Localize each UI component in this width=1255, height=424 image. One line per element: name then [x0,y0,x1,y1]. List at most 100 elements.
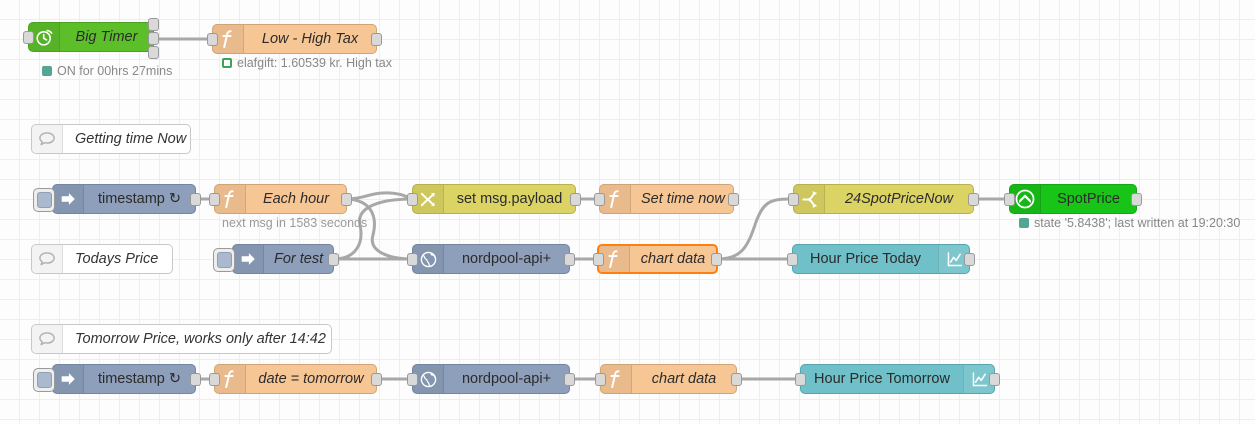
node-label: For test [274,251,324,267]
node-chart-data-2[interactable]: chart data [595,364,742,394]
node-output-port[interactable] [1131,193,1142,206]
node-timestamp-2[interactable]: timestamp ↻ [33,364,201,394]
node-input-port[interactable] [795,373,806,386]
node-input-port[interactable] [23,31,34,44]
node-input-port[interactable] [787,253,798,266]
node-output-port[interactable] [711,253,722,266]
node-input-port[interactable] [407,193,418,206]
node-output-port[interactable] [728,193,739,206]
node-input-port[interactable] [209,373,220,386]
status-dot-icon [42,66,52,76]
node-set-msg-payload[interactable]: set msg.payload [407,184,581,214]
node-label: chart data [640,251,706,267]
status-spotprice: state '5.8438'; last written at 19:20:30 [1019,216,1240,230]
node-chart-data-1[interactable]: chart data [593,244,722,274]
node-label: set msg.payload [456,191,563,207]
node-nordpool-api-2[interactable]: nordpool-api+ [407,364,575,394]
node-input-port[interactable] [1004,193,1015,206]
function-f-icon [601,365,632,393]
node-label: timestamp ↻ [97,371,182,387]
node-output-port-3[interactable] [148,46,159,59]
change-icon [413,185,444,213]
node-nordpool-api-1[interactable]: nordpool-api+ [407,244,575,274]
node-output-port[interactable] [968,193,979,206]
node-hour-price-tomorrow[interactable]: Hour Price Tomorrow [795,364,1000,394]
node-spotprice[interactable]: SpotPrice [1004,184,1142,214]
node-24spotpricenow[interactable]: 24SpotPriceNow [788,184,979,214]
node-input-port[interactable] [407,373,418,386]
status-text: ON for 00hrs 27mins [57,64,173,78]
clock-icon [29,23,60,51]
comment-getting-time-now[interactable]: Getting time Now [31,124,191,154]
function-f-icon [215,185,246,213]
comment-label: Todays Price [75,251,159,267]
node-input-port[interactable] [595,373,606,386]
node-output-port[interactable] [570,193,581,206]
status-text: state '5.8438'; last written at 19:20:30 [1034,216,1241,230]
node-date-tomorrow[interactable]: date = tomorrow [209,364,382,394]
node-hour-price-today[interactable]: Hour Price Today [787,244,975,274]
node-label: SpotPrice [1057,191,1120,207]
comment-todays-price[interactable]: Todays Price [31,244,173,274]
node-input-port[interactable] [207,33,218,46]
inject-arrow-icon [233,245,264,273]
status-dot-icon [1019,218,1029,228]
node-output-port[interactable] [328,253,339,266]
node-output-port[interactable] [190,193,201,206]
node-input-port[interactable] [407,253,418,266]
node-label: Set time now [641,191,725,207]
function-f-icon [215,365,246,393]
node-label: 24SpotPriceNow [845,191,953,207]
node-set-time-now[interactable]: Set time now [594,184,739,214]
node-output-port[interactable] [564,253,575,266]
node-each-hour[interactable]: Each hour [209,184,352,214]
node-output-port-2[interactable] [148,32,159,45]
node-output-port-1[interactable] [148,18,159,31]
comment-bubble-icon [32,125,63,153]
node-label: Each hour [262,191,330,207]
node-label: nordpool-api+ [461,371,552,387]
node-label: chart data [651,371,717,387]
function-f-icon [600,185,631,213]
home-assistant-icon [1010,185,1041,213]
node-output-port[interactable] [564,373,575,386]
node-label: nordpool-api+ [461,251,552,267]
function-f-icon [599,246,630,272]
node-label: Hour Price Tomorrow [814,371,950,387]
inject-button[interactable] [213,248,235,272]
inject-button[interactable] [33,188,55,212]
node-output-port[interactable] [964,253,975,266]
node-label: Big Timer [75,29,138,45]
inject-arrow-icon [53,365,84,393]
status-text: elafgift: 1.60539 kr. High tax [237,56,392,70]
node-output-port[interactable] [731,373,742,386]
comment-bubble-icon [32,325,63,353]
function-f-icon [213,25,244,53]
node-low-high-tax[interactable]: Low - High Tax [207,24,382,54]
chart-icon [963,365,994,393]
inject-button[interactable] [33,368,55,392]
status-low-high-tax: elafgift: 1.60539 kr. High tax [222,56,392,70]
node-label: Low - High Tax [261,31,359,47]
globe-icon [413,245,444,273]
node-output-port[interactable] [371,33,382,46]
node-label: date = tomorrow [258,371,364,387]
node-output-port[interactable] [190,373,201,386]
status-big-timer: ON for 00hrs 27mins [42,64,172,78]
switch-icon [794,185,825,213]
node-input-port[interactable] [593,253,604,266]
node-big-timer[interactable]: Big Timer [23,18,159,59]
node-input-port[interactable] [594,193,605,206]
node-timestamp-1[interactable]: timestamp ↻ [33,184,201,214]
inject-arrow-icon [53,185,84,213]
node-output-port[interactable] [371,373,382,386]
node-input-port[interactable] [788,193,799,206]
comment-tomorrow-price[interactable]: Tomorrow Price, works only after 14:42 [31,324,332,354]
node-label: timestamp ↻ [97,191,182,207]
node-output-port[interactable] [341,193,352,206]
node-input-port[interactable] [209,193,220,206]
node-output-port[interactable] [989,373,1000,386]
node-for-test[interactable]: For test [213,244,339,274]
wire-eachhour-setmsgpayload [345,191,414,201]
